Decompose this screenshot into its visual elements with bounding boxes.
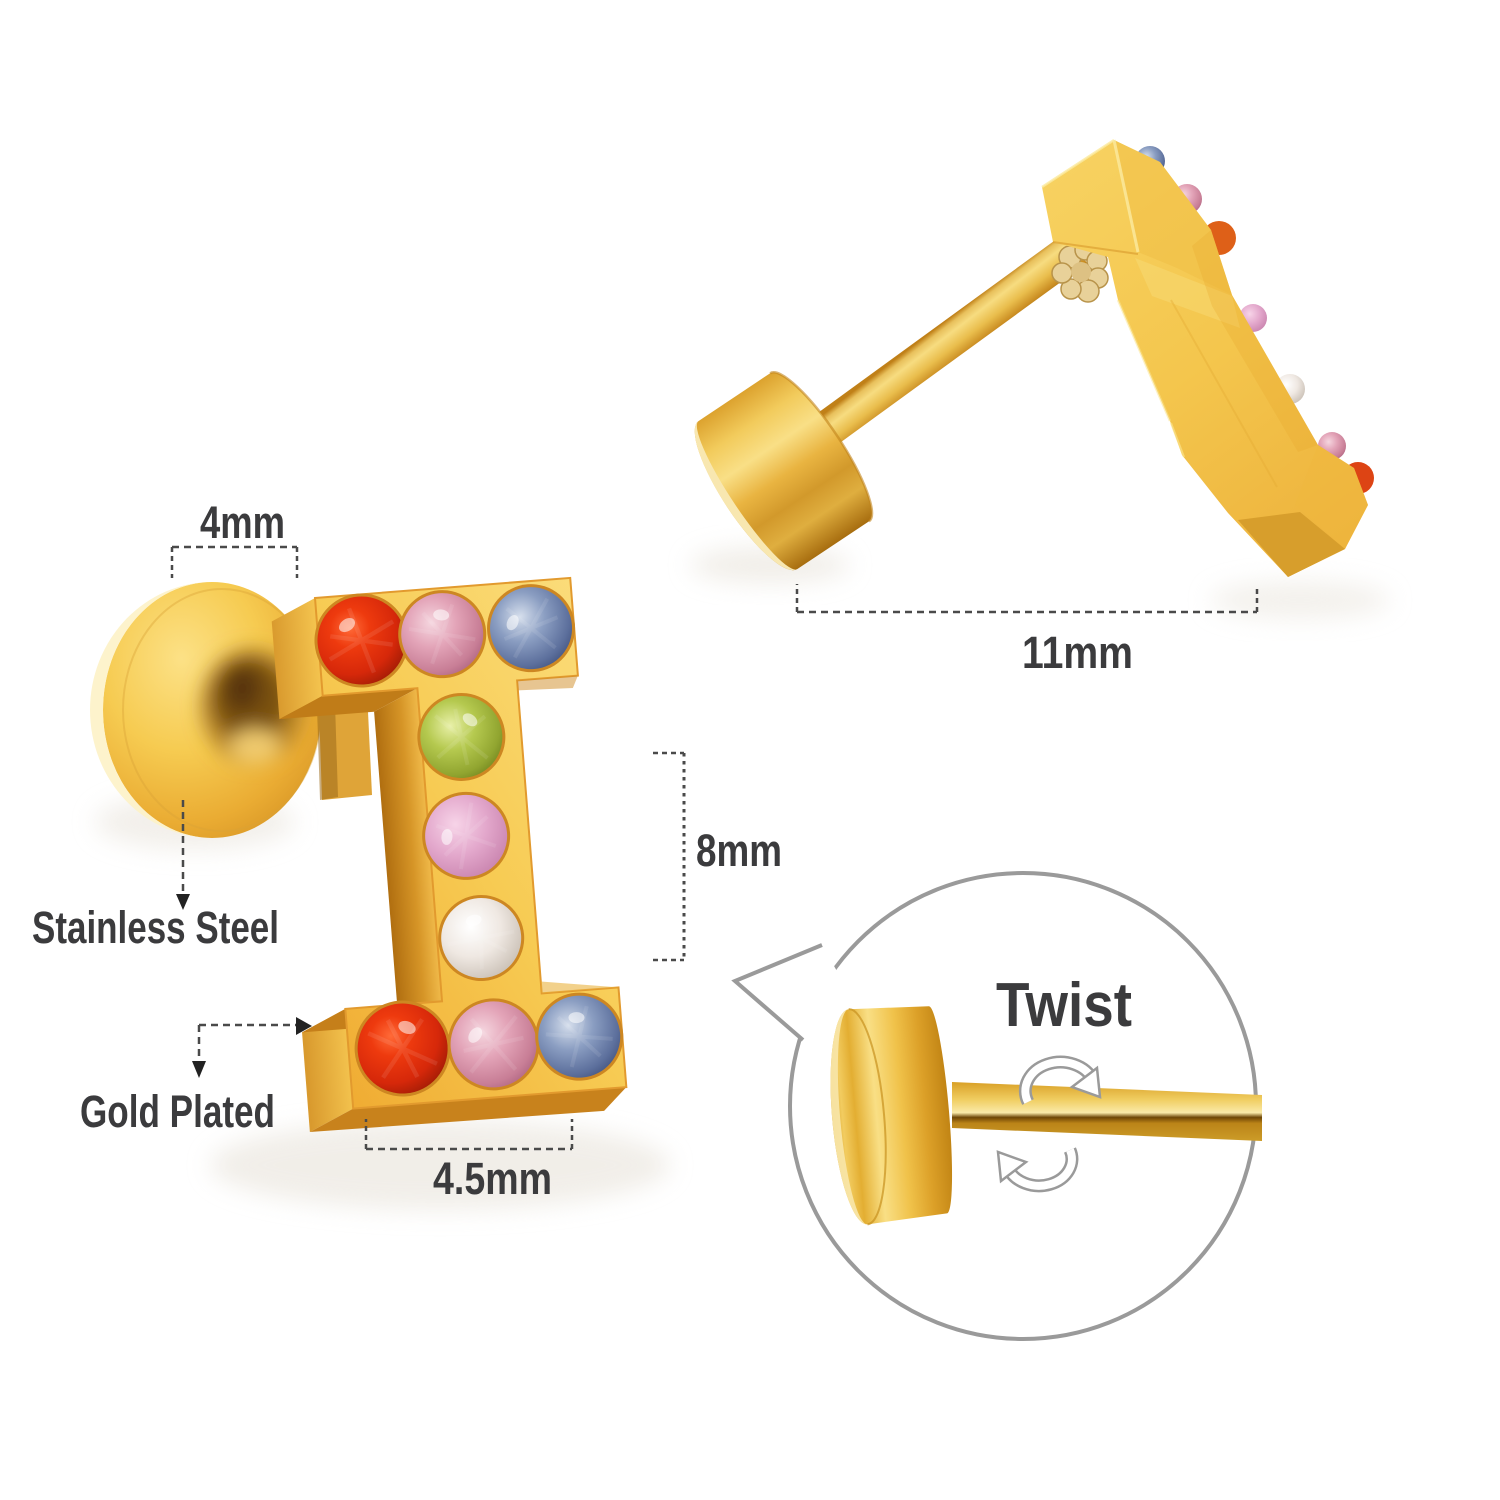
svg-text:Stainless Steel: Stainless Steel [32, 902, 279, 953]
svg-text:8mm: 8mm [696, 825, 782, 876]
svg-text:4.5mm: 4.5mm [433, 1153, 552, 1204]
svg-text:Gold Plated: Gold Plated [80, 1086, 275, 1137]
svg-text:4mm: 4mm [200, 497, 285, 548]
svg-text:Twist: Twist [996, 971, 1132, 1040]
svg-text:11mm: 11mm [1022, 627, 1133, 678]
